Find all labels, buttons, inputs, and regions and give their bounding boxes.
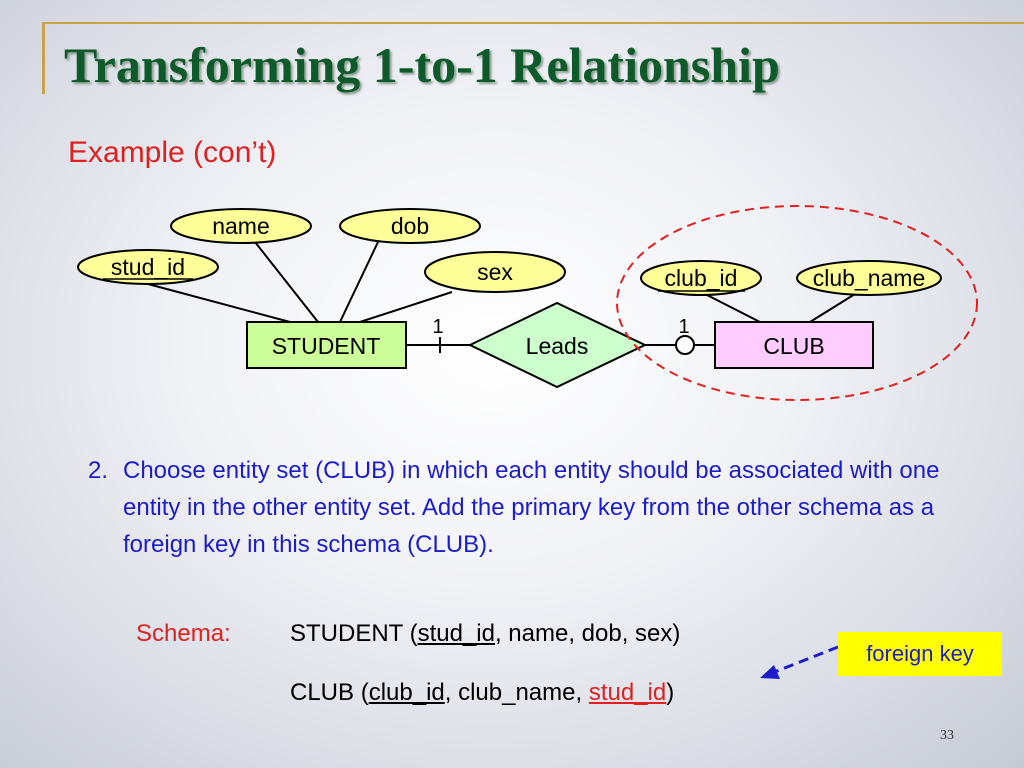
schema-student-rest: , name, dob, sex) [494,620,681,647]
attr-name-label: name [212,213,270,239]
attr-name-ellipse [170,208,312,244]
schema-club-key: club_id [368,679,445,706]
slide-title: Transforming 1-to-1 Relationship [64,37,780,93]
line-dob-student [339,241,379,323]
attr-dob-label: dob [391,213,429,239]
entity-club-label: CLUB [763,333,824,359]
foreign-key-callout: foreign key [838,632,1002,676]
attr-studid-ellipse [77,249,219,285]
schema-club-mid: , club_name, [444,679,589,706]
schema-club-end: ) [666,679,675,706]
entity-student-label: STUDENT [272,333,381,359]
line-sex-student [359,291,453,323]
cardinality-student-label: 1 [432,316,443,338]
foreign-key-arrow-line [771,645,839,675]
attr-clubid-ellipse [640,260,762,296]
schema-club: CLUB (club_id, club_name, stud_id) [290,679,674,707]
page-number: 33 [940,728,954,743]
line-studid-student [147,283,291,323]
relationship-leads-diamond [467,301,648,389]
schema-club-foreign-key: stud_id [588,679,667,706]
schema-club-name: CLUB ( [290,679,369,706]
title-frame-horizontal [42,22,1024,24]
attr-studid-label: stud_id [111,254,185,280]
attr-clubid-label: club_id [665,265,738,291]
step-number: 2. [88,457,109,484]
entity-club-box [714,321,874,369]
schema-label: Schema: [136,620,231,647]
line-name-student [254,241,319,323]
cardinality-circle-club [675,335,695,355]
schema-student: STUDENT (stud_id, name, dob, sex) [290,620,680,648]
cardinality-club-label: 1 [678,316,689,338]
step-text: Choose entity set (CLUB) in which each e… [123,457,940,558]
entity-student-box [246,321,407,369]
line-clubname-club [809,293,856,323]
attr-clubname-ellipse [796,260,942,296]
schema-student-key: stud_id [417,620,495,647]
foreign-key-arrow-head [760,665,780,679]
relationship-leads-label: Leads [526,333,589,359]
attr-dob-ellipse [339,208,481,244]
club-highlight-circle [616,205,978,401]
schema-student-name: STUDENT ( [290,620,418,647]
attr-clubname-label: club_name [813,265,926,291]
attr-sex-ellipse [424,251,566,293]
step-paragraph: 2. Choose entity set (CLUB) in which eac… [88,452,948,563]
slide-subtitle: Example (con’t) [68,136,277,169]
title-frame-vertical [42,22,45,94]
attr-sex-label: sex [477,259,513,285]
line-clubid-club [704,293,761,323]
